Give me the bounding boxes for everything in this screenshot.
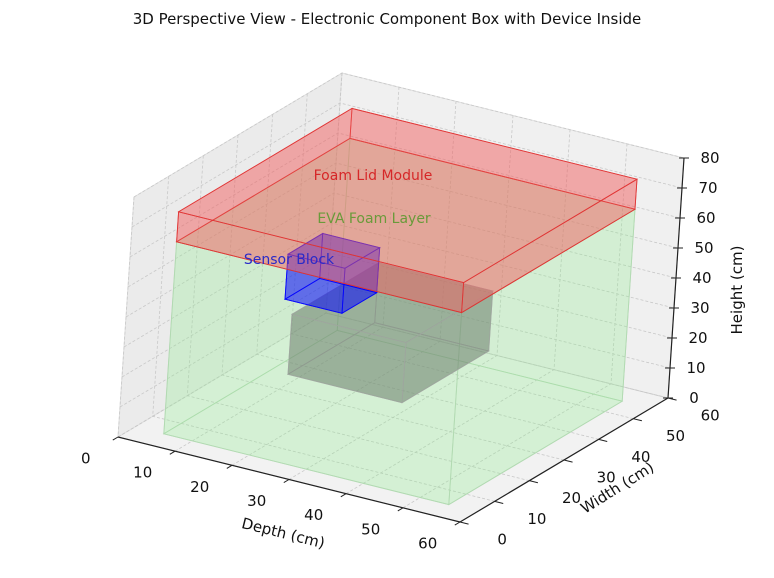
height-tick-label: 10: [686, 359, 705, 377]
depth-tick: [169, 450, 176, 455]
box-face: [177, 107, 639, 284]
width-tick: [459, 521, 469, 525]
depth-tick: [283, 479, 290, 484]
width-tick-label: 60: [701, 407, 720, 425]
box-sensor-block: [283, 232, 381, 315]
width-axis-label: Width (cm): [577, 458, 657, 517]
grid-line-z: [133, 72, 685, 198]
grid-line-z: [117, 312, 669, 438]
height-axis-label: Height (cm): [728, 246, 746, 335]
grid-line-z: [119, 282, 671, 408]
grid-lines: [117, 72, 685, 523]
height-tick-label: 20: [688, 329, 707, 347]
box-foam-lid-module: [175, 107, 639, 314]
box-face: [290, 262, 494, 344]
box-eva-foam-layer: [162, 137, 637, 506]
depth-tick-label: 0: [81, 449, 91, 467]
height-tick-label: 30: [690, 299, 709, 317]
height-tick-label: 50: [694, 239, 713, 257]
boxes-layer: [162, 107, 639, 506]
width-tick-label: 40: [631, 448, 650, 466]
grid-line-z: [121, 252, 673, 378]
annotation-foam-lid-module: Foam Lid Module: [314, 168, 433, 184]
annotation-eva-foam-layer: EVA Foam Layer: [317, 211, 431, 227]
height-tick-label: 40: [692, 269, 711, 287]
width-tick: [529, 480, 539, 484]
depth-tick-label: 20: [190, 478, 209, 496]
grid-line-z: [129, 132, 681, 258]
width-tick-label: 10: [527, 510, 546, 528]
depth-tick: [226, 464, 233, 469]
depth-tick-label: 30: [247, 492, 266, 510]
width-tick-label: 0: [497, 531, 507, 549]
depth-tick-label: 10: [133, 464, 152, 482]
height-tick-label: 0: [689, 389, 699, 407]
box-face: [286, 233, 381, 269]
grid-line-z: [127, 162, 679, 288]
depth-tick: [112, 436, 119, 441]
annotation-sensor-block: Sensor Block: [244, 252, 335, 268]
grid-line-z: [125, 192, 677, 318]
width-tick: [633, 418, 643, 422]
depth-tick: [454, 521, 461, 526]
depth-tick: [397, 507, 404, 512]
grid-line-z: [131, 102, 683, 228]
depth-tick-label: 60: [418, 534, 437, 552]
height-tick-label: 70: [698, 179, 717, 197]
depth-tick-label: 40: [304, 506, 323, 524]
width-tick-label: 20: [562, 489, 581, 507]
width-tick: [598, 438, 608, 442]
width-tick-label: 30: [597, 469, 616, 487]
grid-line-z: [123, 222, 675, 348]
width-tick: [563, 459, 573, 463]
height-tick-label: 80: [700, 149, 719, 167]
grid-line-x: [231, 101, 457, 466]
height-tick-label: 60: [696, 209, 715, 227]
depth-tick-label: 50: [361, 520, 380, 538]
depth-tick: [340, 493, 347, 498]
box-device: [286, 261, 494, 404]
width-tick: [494, 500, 504, 504]
width-tick-label: 50: [666, 427, 685, 445]
chart-title: 3D Perspective View - Electronic Compone…: [132, 10, 642, 28]
